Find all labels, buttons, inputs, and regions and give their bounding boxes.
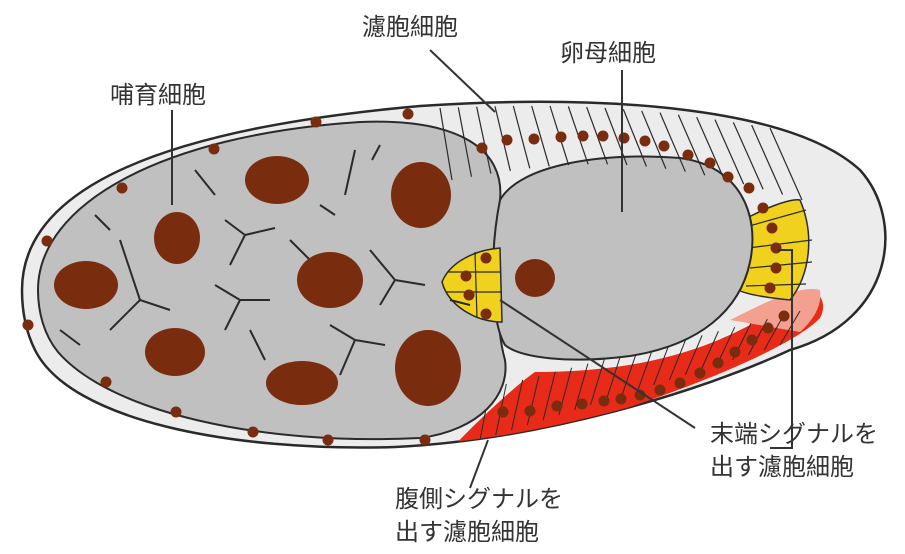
follicle-nucleus <box>655 385 666 396</box>
follicle-nucleus <box>771 263 782 274</box>
follicle-nucleus <box>744 183 755 194</box>
oocyte-nucleus <box>515 259 555 297</box>
follicle-nucleus <box>765 283 776 294</box>
nurse-cells-label: 哺育細胞 <box>110 81 206 109</box>
follicle-nucleus <box>713 358 724 369</box>
follicle-nucleus <box>659 141 670 152</box>
follicle-nucleus <box>619 133 630 144</box>
follicle-nucleus <box>695 368 706 379</box>
follicle-nucleus <box>464 290 475 301</box>
follicle-nucleus <box>675 378 686 389</box>
ventral-signal-leader <box>470 440 488 488</box>
ventral-signal-label-line2: 出す濾胞細胞 <box>395 518 539 546</box>
follicle-nucleus <box>771 243 782 254</box>
nurse-nucleus <box>391 162 451 228</box>
ventral-signal-label-line1: 腹側シグナルを <box>395 485 563 513</box>
follicle-nucleus <box>481 309 492 320</box>
follicle-nucleus <box>640 136 651 147</box>
follicle-nucleus <box>598 131 609 142</box>
follicle-nucleus <box>323 435 334 446</box>
follicle-nucleus <box>248 427 259 438</box>
follicle-nucleus <box>763 323 774 334</box>
oocyte-label: 卵母細胞 <box>560 39 656 67</box>
nurse-nucleus <box>395 330 461 406</box>
follicle-nucleus <box>577 399 588 410</box>
nurse-nucleus <box>145 328 205 376</box>
follicle-nucleus <box>311 117 322 128</box>
follicle-cells-label: 濾胞細胞 <box>362 13 458 41</box>
follicle-nucleus <box>209 144 220 155</box>
follicle-nucleus <box>481 253 492 264</box>
follicle-nucleus <box>779 311 790 322</box>
follicle-nucleus <box>616 394 627 405</box>
terminal-signal-label-line2: 出す濾胞細胞 <box>710 453 854 481</box>
nurse-nucleus <box>266 361 338 405</box>
follicle-nucleus <box>420 435 431 446</box>
follicle-nucleus <box>498 407 509 418</box>
follicle-nucleus <box>525 406 536 417</box>
follicle-nucleus <box>117 183 128 194</box>
follicle-nucleus <box>42 236 53 247</box>
follicle-nucleus <box>101 377 112 388</box>
follicle-nucleus <box>461 271 472 282</box>
nurse-nucleus <box>54 261 118 309</box>
follicle-nucleus <box>758 203 769 214</box>
follicle-nucleus <box>502 135 513 146</box>
follicle-nucleus <box>23 320 34 331</box>
follicle-nucleus <box>723 172 734 183</box>
follicle-nucleus <box>171 407 182 418</box>
follicle-nucleus <box>705 158 716 169</box>
follicle-nucleus <box>529 134 540 145</box>
nurse-nucleus <box>297 252 363 308</box>
follicle-nucleus <box>599 396 610 407</box>
follicle-nucleus <box>578 131 589 142</box>
follicle-nucleus <box>730 347 741 358</box>
nurse-nucleus <box>154 212 200 264</box>
nurse-nucleus <box>245 156 309 204</box>
follicle-nucleus <box>552 401 563 412</box>
follicle-nucleus <box>767 223 778 234</box>
follicle-nucleus <box>683 150 694 161</box>
follicle-nucleus <box>477 143 488 154</box>
terminal-signal-label-line1: 末端シグナルを <box>710 420 878 448</box>
follicle-nucleus <box>403 109 414 120</box>
follicle-nucleus <box>747 335 758 346</box>
follicle-nucleus <box>556 132 567 143</box>
